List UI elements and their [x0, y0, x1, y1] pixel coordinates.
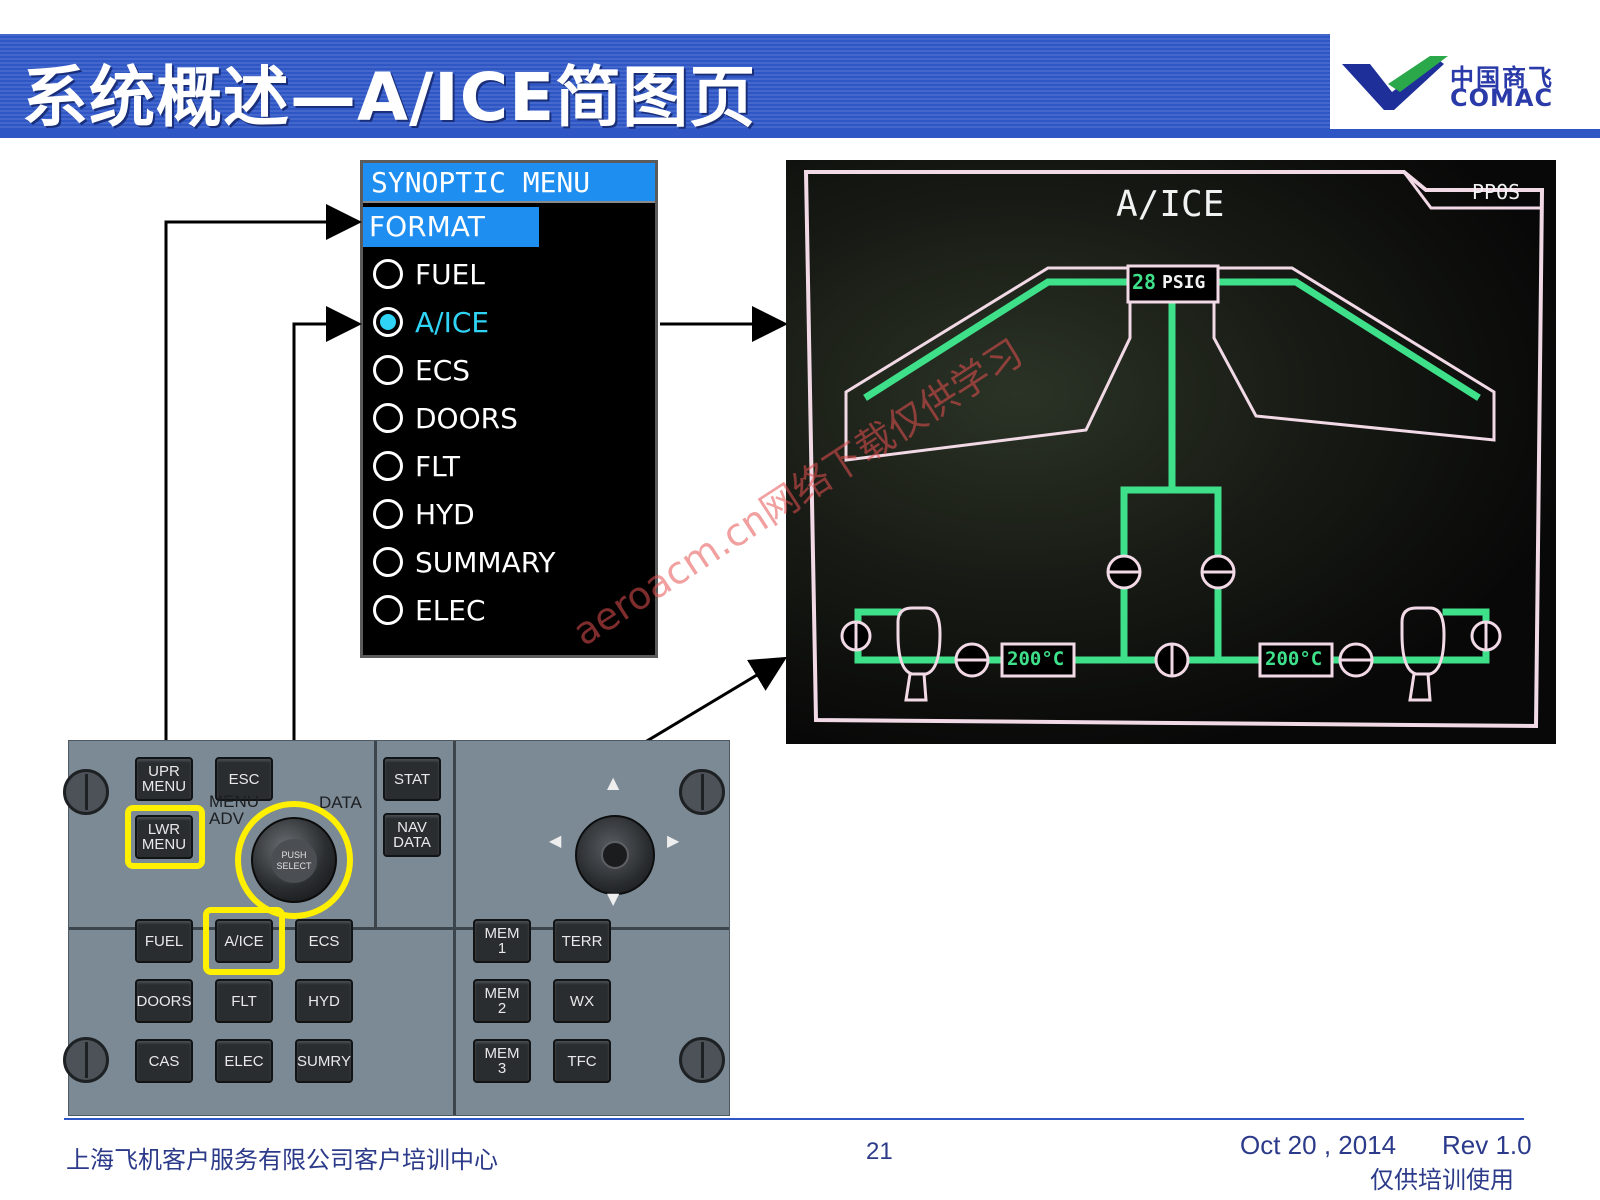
aice-highlight: [203, 907, 285, 975]
menu-adv-label: MENU ADV: [209, 792, 260, 828]
cursor-control-knob[interactable]: [575, 815, 655, 895]
menu-option-summary[interactable]: SUMMARY: [373, 543, 643, 583]
left-wing-outline: [844, 266, 1132, 462]
comac-logo-icon: [1342, 56, 1448, 110]
radio-unselected-icon[interactable]: [373, 451, 403, 481]
lwr-menu-button[interactable]: LWR MENU: [135, 815, 193, 859]
fuel-button[interactable]: FUEL: [135, 919, 193, 963]
panel-divider: [374, 741, 377, 927]
menu-option-ecs[interactable]: ECS: [373, 351, 643, 391]
aice-synoptic-display: A/ICE PPOS 28 PSIG 200°C 200°C: [786, 160, 1556, 744]
doors-button[interactable]: DOORS: [135, 979, 193, 1023]
title-bar: [0, 34, 1330, 130]
synoptic-menu-title: SYNOPTIC MENU: [363, 163, 655, 203]
menu-option-hyd[interactable]: HYD: [373, 495, 643, 535]
knob-highlight: [235, 801, 353, 919]
title-rule: [0, 129, 1600, 138]
footer-revision: Rev 1.0: [1442, 1130, 1532, 1160]
menu-option-label: FLT: [415, 450, 460, 483]
radio-unselected-icon[interactable]: [373, 355, 403, 385]
right-wing-outline: [1212, 266, 1496, 442]
panel-divider: [453, 741, 456, 1115]
radio-unselected-icon[interactable]: [373, 595, 403, 625]
arrow-up-icon: ▲: [607, 773, 620, 792]
stat-button[interactable]: STAT: [383, 757, 441, 801]
menu-option-label: ECS: [415, 354, 471, 387]
pressure-unit: PSIG: [1162, 272, 1206, 293]
menu-option-label: DOORS: [415, 402, 518, 435]
radio-unselected-icon[interactable]: [373, 403, 403, 433]
wx-button[interactable]: WX: [553, 979, 611, 1023]
data-label: DATA: [319, 793, 362, 812]
lwr-menu-highlight: [125, 805, 205, 869]
menu-option-label: HYD: [415, 498, 475, 531]
panel-screw-icon: [679, 1037, 725, 1083]
ecs-button[interactable]: ECS: [295, 919, 353, 963]
radio-selected-icon[interactable]: [373, 307, 403, 337]
left-temp-box: [1000, 642, 1076, 678]
panel-divider: [69, 927, 729, 930]
logo-english-text: COMAC: [1450, 84, 1554, 112]
left-engine-icon: [896, 606, 942, 676]
cas-button[interactable]: CAS: [135, 1039, 193, 1083]
menu-option-label: FUEL: [415, 258, 485, 291]
flt-button[interactable]: FLT: [215, 979, 273, 1023]
terr-button[interactable]: TERR: [553, 919, 611, 963]
aice-button[interactable]: A/ICE: [215, 919, 273, 963]
arrow-down-icon: ▼: [607, 889, 620, 908]
upr-menu-button[interactable]: UPR MENU: [135, 757, 193, 801]
menu-option-doors[interactable]: DOORS: [373, 399, 643, 439]
ppos-label: PPOS: [1472, 180, 1521, 204]
mem3-button[interactable]: MEM 3: [473, 1039, 531, 1083]
mem1-button[interactable]: MEM 1: [473, 919, 531, 963]
right-temp-value: 200°C: [1265, 648, 1323, 670]
left-temp-value: 200°C: [1007, 648, 1065, 670]
panel-screw-icon: [63, 769, 109, 815]
menu-option-elec[interactable]: ELEC: [373, 591, 643, 631]
right-temp-box: [1258, 642, 1334, 678]
radio-unselected-icon[interactable]: [373, 547, 403, 577]
radio-unselected-icon[interactable]: [373, 259, 403, 289]
footer-date: Oct 20 , 2014: [1240, 1130, 1397, 1160]
menu-option-fuel[interactable]: FUEL: [373, 255, 643, 295]
slide-title: 系统概述—A/ICE简图页: [22, 59, 757, 136]
control-panel: UPR MENU ESC LWR MENU MENU ADV DATA PUSH…: [63, 740, 730, 1116]
sumry-button[interactable]: SUMRY: [295, 1039, 353, 1083]
footer-note: 仅供培训使用: [1370, 1166, 1514, 1194]
panel-screw-icon: [679, 769, 725, 815]
pressure-box: [1126, 264, 1220, 304]
page-number: 21: [866, 1138, 893, 1165]
arrow-right-icon: ▶: [667, 831, 680, 850]
menu-option-aice[interactable]: A/ICE: [373, 303, 643, 343]
synoptic-menu: SYNOPTIC MENU FORMAT FUEL A/ICE ECS DOORS FL…: [360, 160, 658, 658]
mem2-button[interactable]: MEM 2: [473, 979, 531, 1023]
tfc-button[interactable]: TFC: [553, 1039, 611, 1083]
footer-company: 上海飞机客户服务有限公司客户培训中心: [66, 1146, 498, 1174]
arrow-left-icon: ◀: [549, 831, 562, 850]
logo-chinese-text: 中国商飞: [1450, 64, 1554, 92]
elec-button[interactable]: ELEC: [215, 1039, 273, 1083]
menu-option-label: SUMMARY: [415, 546, 556, 579]
panel-screw-icon: [63, 1037, 109, 1083]
right-engine-icon: [1400, 606, 1446, 676]
arrow-lwr-menu-to-format: [164, 204, 362, 808]
arrow-knob-to-aice-option: [292, 306, 362, 808]
aice-diagram: [803, 170, 1545, 729]
radio-unselected-icon[interactable]: [373, 499, 403, 529]
display-page-title: A/ICE: [1116, 184, 1225, 225]
pressure-value: 28: [1132, 270, 1157, 294]
menu-option-label: ELEC: [415, 594, 486, 627]
hyd-button[interactable]: HYD: [295, 979, 353, 1023]
esc-button[interactable]: ESC: [215, 757, 273, 801]
push-select-knob[interactable]: PUSH SELECT: [251, 817, 337, 903]
format-tab[interactable]: FORMAT: [363, 207, 539, 247]
menu-option-label: A/ICE: [415, 306, 490, 339]
footer-rule: [64, 1118, 1524, 1120]
knob-label: PUSH SELECT: [271, 839, 317, 883]
menu-option-flt[interactable]: FLT: [373, 447, 643, 487]
nav-data-button[interactable]: NAV DATA: [383, 813, 441, 857]
